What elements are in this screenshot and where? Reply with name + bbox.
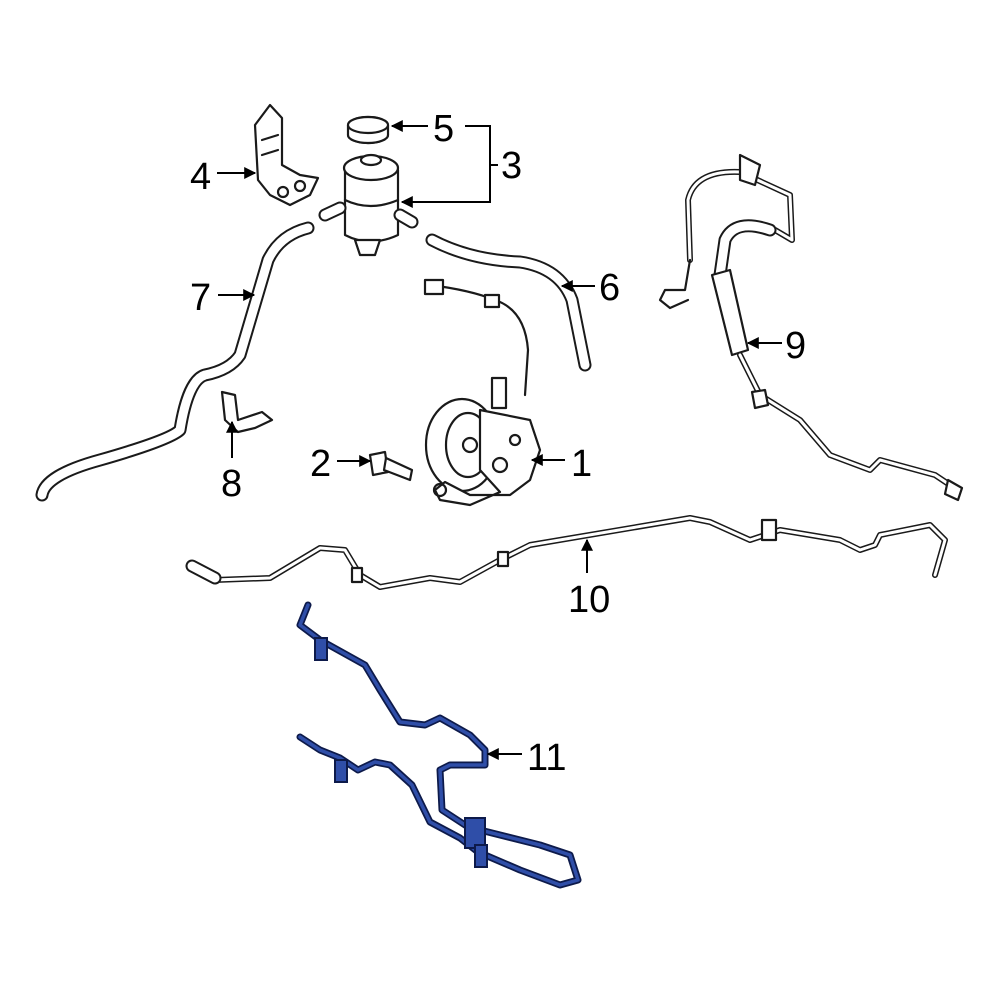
part-3-reservoir[interactable] xyxy=(318,153,419,257)
callout-3: 3 xyxy=(501,145,522,187)
part-9-pressure-hose[interactable] xyxy=(658,153,964,502)
part-6-suction-hose[interactable] xyxy=(425,233,592,372)
callout-leaders xyxy=(217,120,782,760)
part-8-clip[interactable] xyxy=(220,390,274,434)
part-4-bracket[interactable] xyxy=(253,103,320,207)
callout-7: 7 xyxy=(190,277,211,319)
callout-9: 9 xyxy=(785,325,806,367)
part-7-return-hose[interactable] xyxy=(35,221,315,502)
callout-4: 4 xyxy=(190,156,211,198)
part-10-return-line[interactable] xyxy=(185,515,948,590)
part-5-reservoir-cap[interactable] xyxy=(346,115,390,145)
callout-10: 10 xyxy=(568,579,610,621)
part-1-power-steering-pump[interactable] xyxy=(423,278,542,507)
callout-11: 11 xyxy=(527,737,566,779)
part-11-cooler-line[interactable] xyxy=(296,601,582,889)
callout-8: 8 xyxy=(221,463,242,505)
callout-6: 6 xyxy=(599,267,620,309)
callout-2: 2 xyxy=(310,443,331,485)
callout-1: 1 xyxy=(571,443,592,485)
part-2-bolt[interactable] xyxy=(368,450,414,482)
callout-5: 5 xyxy=(433,108,454,150)
